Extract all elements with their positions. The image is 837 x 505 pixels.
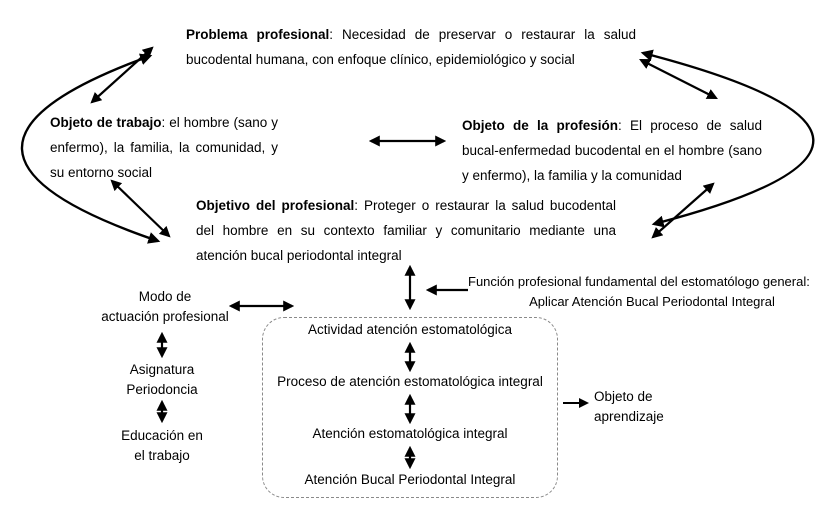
arrow-objeto-trabajo-problema	[90, 46, 154, 104]
educacion-line2: el trabajo	[134, 448, 190, 463]
objeto-profesion-block: Objeto de la profesión: El proceso de sa…	[462, 113, 762, 188]
objeto-aprendizaje-label: Objeto de aprendizaje	[594, 387, 694, 427]
arc-arrow-problema-objetivo-right	[640, 49, 815, 228]
asignatura-line1: Asignatura	[129, 362, 195, 377]
process-box	[262, 317, 558, 498]
problema-title: Problema profesional	[186, 27, 330, 42]
arrow-objeto-trabajo-objetivo	[110, 179, 171, 238]
asignatura-line2: Periodoncia	[126, 382, 198, 397]
problema-text: : Necesidad de preservar o restaurar la …	[186, 27, 636, 67]
chain-item-atencion-integral: Atención estomatológica integral	[312, 426, 508, 441]
funcion-line1: Función profesional fundamental del esto…	[468, 274, 810, 289]
arrow-problema-objeto-profesion	[639, 59, 718, 99]
chain-item-actividad: Actividad atención estomatológica	[307, 322, 513, 337]
chain-item-atencion-bucal: Atención Bucal Periodontal Integral	[304, 472, 516, 487]
objeto-aprendizaje-line1: Objeto de	[594, 389, 653, 404]
problema-block: Problema profesional: Necesidad de prese…	[186, 22, 636, 72]
objeto-profesion-title: Objeto de la profesión	[462, 118, 618, 133]
objetivo-text: : Proteger o restaurar la salud bucodent…	[196, 198, 616, 263]
objetivo-block: Objetivo del profesional: Proteger o res…	[196, 193, 616, 268]
objetivo-title: Objetivo del profesional	[196, 198, 355, 213]
educacion-label: Educación en el trabajo	[107, 426, 217, 466]
chain-item-proceso: Proceso de atención estomatológica integ…	[277, 374, 543, 389]
modo-line2: actuación profesional	[101, 309, 229, 324]
arrow-objeto-profesion-objetivo	[651, 182, 715, 239]
modo-actuacion-label: Modo de actuación profesional	[95, 287, 235, 327]
funcion-block: Función profesional fundamental del esto…	[468, 272, 836, 312]
modo-line1: Modo de	[138, 289, 192, 304]
objeto-trabajo-title: Objeto de trabajo	[50, 115, 162, 130]
arc-arrow-problema-objetivo-left	[20, 53, 161, 244]
funcion-line2: Aplicar Atención Bucal Periodontal Integ…	[529, 294, 775, 309]
objeto-aprendizaje-line2: aprendizaje	[594, 409, 664, 424]
educacion-line1: Educación en	[121, 428, 203, 443]
asignatura-label: Asignatura Periodoncia	[112, 360, 212, 400]
objeto-trabajo-text: : el hombre (sano y enfermo), la familia…	[50, 115, 279, 180]
objeto-trabajo-block: Objeto de trabajo: el hombre (sano y enf…	[50, 110, 278, 185]
objeto-profesion-text: : El proceso de salud bucal-enfermedad b…	[462, 118, 763, 183]
